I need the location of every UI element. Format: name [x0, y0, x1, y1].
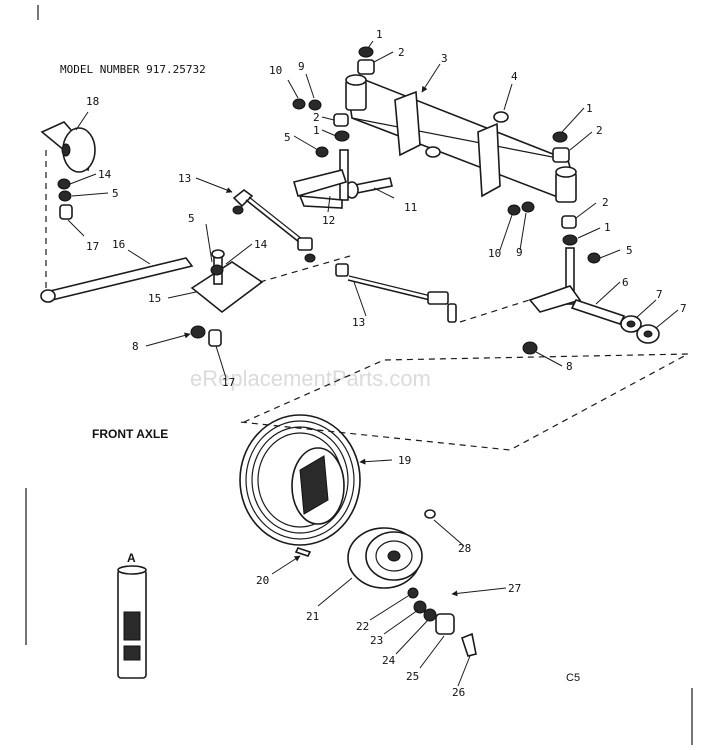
- callout: 15: [148, 292, 161, 305]
- callout: 24: [382, 654, 396, 667]
- steering-gear: [40, 121, 96, 220]
- callout: 2: [596, 124, 603, 137]
- callout: 11: [404, 201, 417, 214]
- callout: 1: [313, 124, 320, 137]
- callout: 1: [376, 28, 383, 41]
- callout: 19: [398, 454, 411, 467]
- callout: 17: [86, 240, 99, 253]
- callout: 18: [86, 95, 99, 108]
- callout-labels: 1 2 3 4 1 2 10 9 2 1 5 18 14 5 13 12 11 …: [86, 28, 687, 699]
- callout: 8: [566, 360, 573, 373]
- watermark: eReplacementParts.com: [190, 366, 431, 391]
- callout: 5: [626, 244, 633, 257]
- callout: 22: [356, 620, 369, 633]
- callout: 28: [458, 542, 471, 555]
- callout: 1: [604, 221, 611, 234]
- corner-code: C5: [566, 672, 580, 684]
- tire: [239, 414, 361, 546]
- callout: 2: [602, 196, 609, 209]
- callout: 10: [269, 64, 282, 77]
- callout: 5: [188, 212, 195, 225]
- callout: 2: [313, 111, 320, 124]
- grease-tube: [117, 565, 147, 679]
- drag-link: [40, 257, 194, 303]
- callout: 16: [112, 238, 125, 251]
- callout: 21: [306, 610, 319, 623]
- callout: 23: [370, 634, 383, 647]
- upper-tie-rod: [232, 188, 316, 263]
- tube-label: A: [127, 551, 136, 565]
- callout: 4: [511, 70, 518, 83]
- callout: 7: [680, 302, 687, 315]
- wheel-rim: [347, 527, 423, 589]
- model-number-text: MODEL NUMBER 917.25732: [60, 63, 206, 76]
- callout: 7: [656, 288, 663, 301]
- callout: 26: [452, 686, 465, 699]
- leader-lines: [67, 40, 679, 687]
- steering-plate: [190, 249, 264, 314]
- callout: 8: [132, 340, 139, 353]
- callout: 20: [256, 574, 269, 587]
- callout: 25: [406, 670, 419, 683]
- wheel-hardware: [294, 509, 477, 657]
- lower-tie-rod: [335, 263, 457, 323]
- callout: 12: [322, 214, 335, 227]
- axle-beam: [345, 74, 577, 203]
- callout: 3: [441, 52, 448, 65]
- callout: 5: [284, 131, 291, 144]
- section-title: FRONT AXLE: [92, 427, 168, 441]
- hardware-washers: [292, 46, 601, 264]
- callout: 9: [516, 246, 523, 259]
- callout: 13: [178, 172, 191, 185]
- right-spindle: [528, 247, 626, 325]
- hardware-nuts: [190, 315, 660, 355]
- callout: 17: [222, 376, 235, 389]
- left-spindle: [293, 149, 349, 209]
- callout: 9: [298, 60, 305, 73]
- callout: 2: [398, 46, 405, 59]
- callout: 6: [622, 276, 629, 289]
- callout: 14: [254, 238, 268, 251]
- axle-pivot-bolt: [345, 177, 393, 199]
- assembly-guide-lines: [45, 150, 689, 451]
- callout: 14: [98, 168, 112, 181]
- callout: 1: [586, 102, 593, 115]
- callout: 27: [508, 582, 521, 595]
- callout: 13: [352, 316, 365, 329]
- callout: 5: [112, 187, 119, 200]
- callout: 10: [488, 247, 501, 260]
